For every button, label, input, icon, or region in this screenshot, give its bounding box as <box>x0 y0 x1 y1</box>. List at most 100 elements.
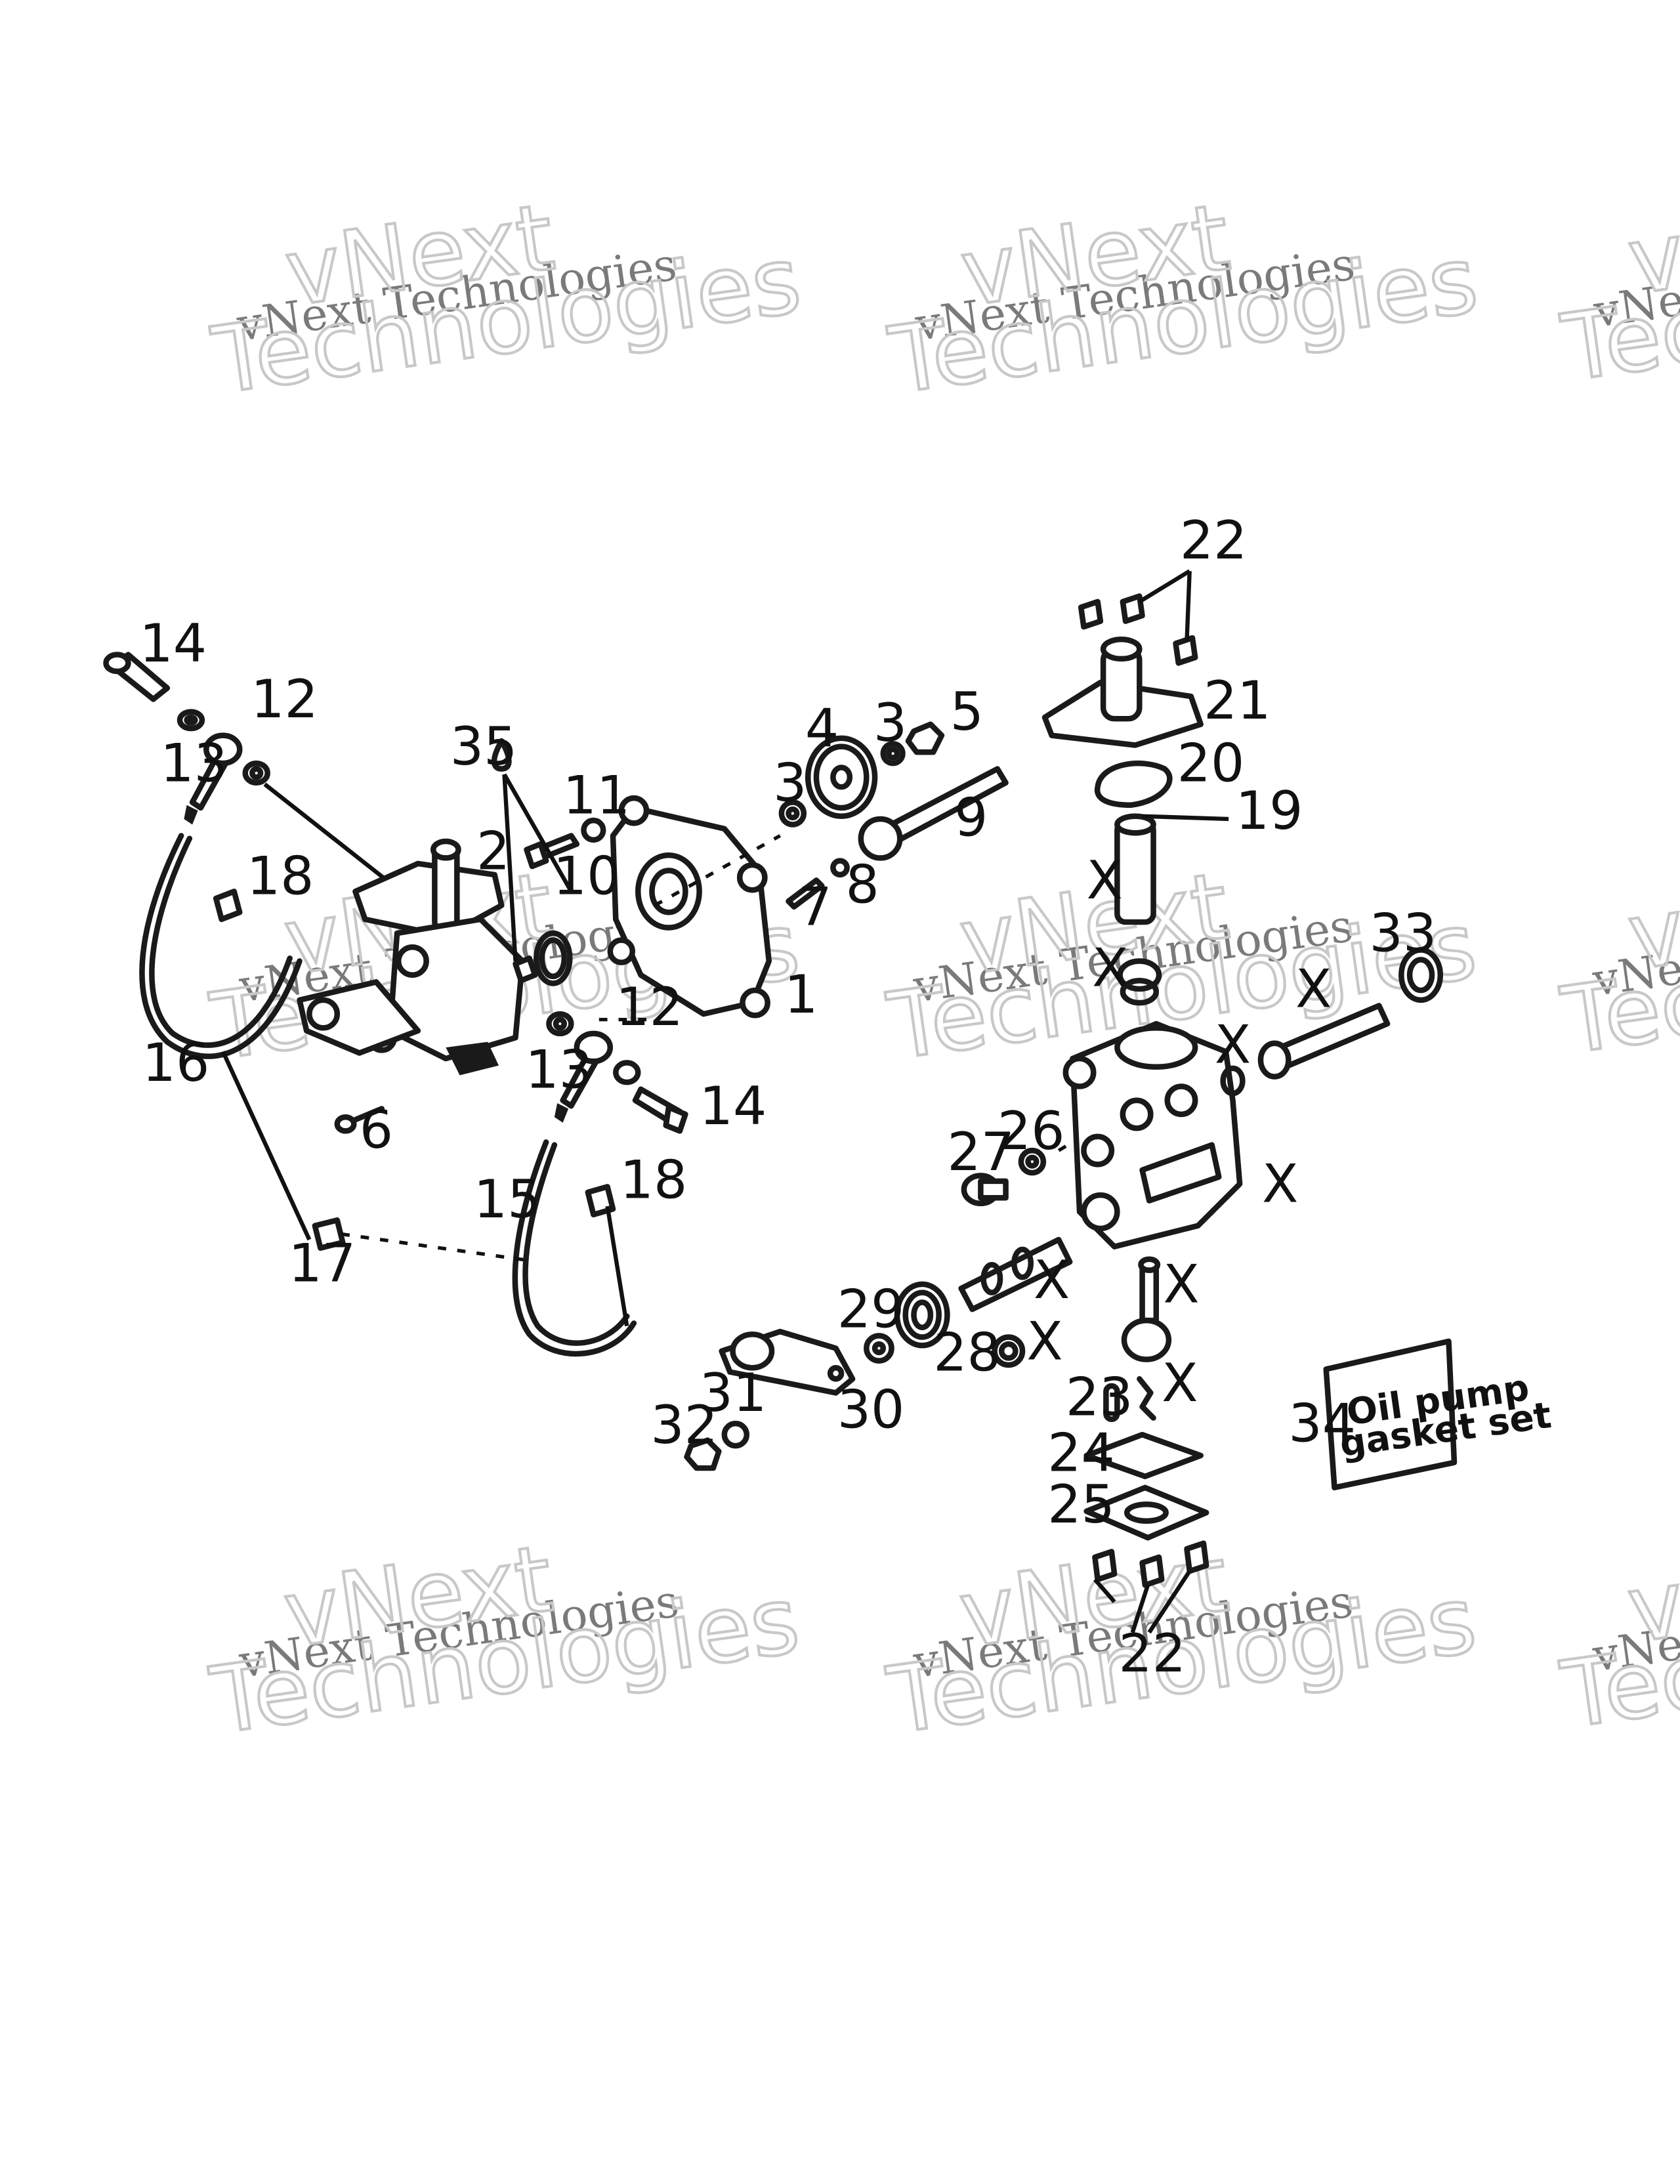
washer-31 <box>721 1420 750 1449</box>
pump-body <box>1062 1020 1243 1250</box>
oil-hose-15 <box>512 1139 637 1357</box>
callout-18b: 18 <box>620 1149 688 1211</box>
callout-14a: 14 <box>139 613 207 675</box>
nut-32 <box>684 1437 722 1471</box>
washer-29 <box>864 1333 894 1364</box>
callout-25: 25 <box>1047 1474 1115 1536</box>
valve-spindle <box>958 1236 1073 1312</box>
plunger-19 <box>1114 813 1156 925</box>
bolt-10 <box>524 833 580 870</box>
banjo-fitting-13-upper <box>184 732 243 825</box>
clip-x <box>1137 1376 1156 1421</box>
plunger-right <box>1257 1003 1391 1080</box>
callout-x: X <box>1295 959 1332 1020</box>
gasket-20 <box>1094 760 1173 808</box>
callout-22b: 22 <box>1118 1623 1186 1685</box>
clamp-18-upper <box>213 889 243 923</box>
pin-7 <box>786 877 825 910</box>
washer-3-left <box>778 799 807 828</box>
oil-drop-35 <box>491 738 512 772</box>
callout-x: X <box>1087 850 1123 912</box>
callout-15: 15 <box>474 1169 541 1230</box>
callout-21: 21 <box>1204 670 1271 732</box>
callout-35: 35 <box>450 716 518 778</box>
callout-26: 26 <box>998 1101 1065 1162</box>
callout-33: 33 <box>1370 903 1437 965</box>
bolt-14-lower <box>632 1086 688 1134</box>
bolt-14-upper <box>103 652 171 702</box>
callout-labels: 1 2 3 3 4 5 6 7 8 9 10 11 12 12 13 13 14… <box>139 510 1437 1685</box>
nut-5 <box>905 721 945 755</box>
banjo-fitting-13-lower <box>554 1030 614 1123</box>
callout-5: 5 <box>950 681 984 743</box>
callout-x: X <box>1215 1014 1251 1076</box>
callout-4: 4 <box>805 698 839 760</box>
callout-32: 32 <box>650 1395 718 1456</box>
seal-x <box>992 1334 1026 1368</box>
screws-22-top <box>1078 593 1198 666</box>
callout-22a: 22 <box>1180 510 1248 572</box>
callout-29: 29 <box>837 1279 905 1341</box>
callout-12b: 12 <box>616 976 683 1038</box>
spacer-small <box>513 956 538 984</box>
callout-12a: 12 <box>251 669 318 730</box>
callout-20: 20 <box>1177 733 1245 795</box>
callout-34: 34 <box>1288 1393 1356 1455</box>
callout-30: 30 <box>837 1379 905 1441</box>
washer-3-right <box>880 741 906 766</box>
callout-18a: 18 <box>247 846 314 908</box>
callout-8: 8 <box>845 854 879 915</box>
lever-30 <box>719 1328 856 1396</box>
pin-23 <box>1103 1383 1120 1423</box>
housing-1 <box>607 795 772 1018</box>
spring-28 <box>894 1281 950 1349</box>
seal-33 <box>1398 947 1444 1003</box>
callout-1: 1 <box>784 964 818 1026</box>
callout-19: 19 <box>1236 780 1303 842</box>
callout-x: X <box>1163 1253 1199 1315</box>
callout-3a: 3 <box>773 752 807 814</box>
cover-25 <box>1083 1484 1209 1541</box>
leader-lines <box>220 569 1229 1634</box>
callout-x: X <box>1092 938 1128 999</box>
callout-11: 11 <box>563 765 631 827</box>
gasket-kit-card-34: Oil pump gasket set <box>1323 1338 1554 1491</box>
callout-16: 16 <box>142 1032 210 1094</box>
callout-13a: 13 <box>160 733 228 795</box>
callout-27: 27 <box>947 1122 1015 1183</box>
pump-assembly-2 <box>297 838 526 1076</box>
oil-hose-16 <box>139 833 303 1059</box>
washer-8 <box>830 858 850 878</box>
washer-12-upper <box>242 760 270 786</box>
drive-gear-shaft <box>1121 1256 1172 1362</box>
callout-14b: 14 <box>700 1076 767 1137</box>
gasket-24 <box>1083 1431 1204 1480</box>
washer-11 <box>581 817 606 843</box>
washer-12-lower <box>546 1011 574 1037</box>
plug-27 <box>961 1173 1009 1207</box>
callout-x: X <box>1162 1353 1198 1414</box>
callout-13b: 13 <box>525 1040 593 1101</box>
callout-17: 17 <box>289 1233 356 1295</box>
callout-31: 31 <box>700 1362 767 1424</box>
spring-cap <box>1117 958 1162 1006</box>
callout-28: 28 <box>933 1322 1001 1383</box>
callout-24: 24 <box>1047 1422 1115 1484</box>
shaft-9 <box>858 766 1009 861</box>
clamp-17 <box>312 1217 346 1251</box>
callout-x: X <box>1026 1311 1062 1373</box>
callout-10: 10 <box>553 846 621 908</box>
o-ring-small <box>1220 1065 1246 1097</box>
gear-4 <box>805 735 878 820</box>
callout-x: X <box>1262 1154 1298 1215</box>
callout-23: 23 <box>1066 1366 1133 1428</box>
callout-9: 9 <box>954 787 988 849</box>
o-ring <box>534 930 573 986</box>
callout-x: X <box>1034 1250 1070 1311</box>
washer-lower <box>613 1060 641 1085</box>
callout-3b: 3 <box>873 692 907 754</box>
screw-6 <box>334 1106 385 1134</box>
washer-26 <box>1018 1147 1047 1176</box>
